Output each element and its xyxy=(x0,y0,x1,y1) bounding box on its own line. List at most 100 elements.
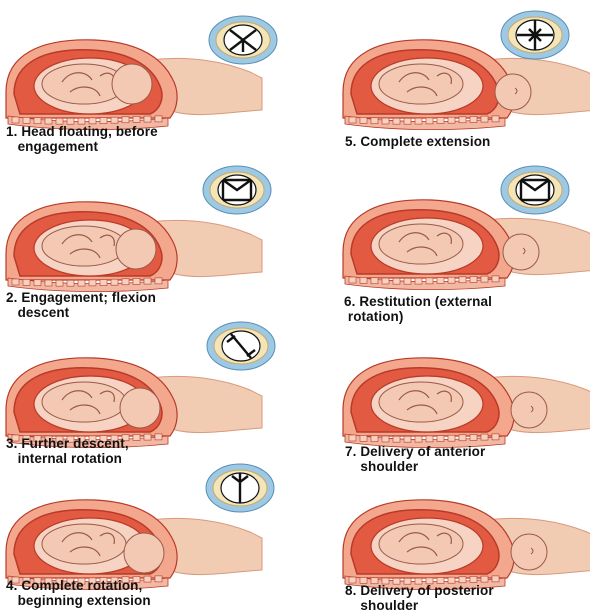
vertebra xyxy=(426,278,433,284)
stage-3-panel: 3. Further descent, internal rotation xyxy=(0,318,295,468)
fetal-head xyxy=(503,234,539,270)
vertebra xyxy=(133,116,140,122)
fetal-head xyxy=(511,392,547,428)
vertebra xyxy=(133,278,140,284)
vertebra xyxy=(155,116,162,122)
vertebra xyxy=(349,117,356,123)
vertebra xyxy=(459,577,466,583)
vertebra xyxy=(415,118,422,124)
pelvis-inset xyxy=(501,166,569,214)
vertebra xyxy=(23,117,30,123)
vertebra xyxy=(100,280,107,286)
fetal-head xyxy=(495,74,531,110)
vertebra xyxy=(470,116,477,122)
vertebra xyxy=(448,435,455,441)
vertebra xyxy=(349,277,356,283)
vertebra xyxy=(155,434,162,440)
fetal-head xyxy=(124,533,164,573)
vertebra xyxy=(448,277,455,283)
fetal-head xyxy=(116,229,156,269)
vertebra xyxy=(382,436,389,442)
stage-8-panel: 8. Delivery of posterior shoulder xyxy=(295,460,590,608)
stage-4-caption: 4. Complete rotation, beginning extensio… xyxy=(6,578,151,608)
stage-3-side-view xyxy=(6,322,275,448)
vertebra xyxy=(437,278,444,284)
vertebra xyxy=(492,434,499,440)
vertebra xyxy=(111,117,118,123)
vertebra xyxy=(78,280,85,286)
vertebra xyxy=(360,277,367,283)
vertebra xyxy=(393,278,400,284)
vertebra xyxy=(23,279,30,285)
vertebra xyxy=(144,116,151,122)
vertebra xyxy=(371,118,378,124)
stage-1-caption: 1. Head floating, before engagement xyxy=(6,124,158,154)
vertebra xyxy=(371,436,378,442)
vertebra xyxy=(45,280,52,286)
vertebra xyxy=(382,278,389,284)
vertebra xyxy=(122,117,129,123)
vertebra xyxy=(100,118,107,124)
vertebra xyxy=(448,117,455,123)
vertebra xyxy=(470,434,477,440)
vertebra xyxy=(481,116,488,122)
vertebra xyxy=(470,276,477,282)
vertebra xyxy=(12,279,19,285)
vertebra xyxy=(144,434,151,440)
vertebra xyxy=(404,118,411,124)
pelvis-inset xyxy=(209,16,277,64)
stage-5-side-view xyxy=(343,11,590,130)
vertebra xyxy=(459,117,466,123)
vertebra xyxy=(393,118,400,124)
vertebra xyxy=(34,280,41,286)
pelvis-inset xyxy=(207,322,275,370)
vertebra xyxy=(349,435,356,441)
stage-6-panel: 6. Restitution (external rotation) xyxy=(295,160,590,320)
pelvis-inset xyxy=(206,464,274,512)
vertebra xyxy=(459,277,466,283)
vertebra xyxy=(155,576,162,582)
stage-6-side-view xyxy=(343,166,590,290)
fetus-body xyxy=(42,382,126,422)
stage-8-side-view xyxy=(343,500,590,590)
vertebra xyxy=(492,576,499,582)
vertebra xyxy=(133,434,140,440)
vertebra xyxy=(404,278,411,284)
stage-7-side-view xyxy=(343,358,590,448)
stage-1-side-view xyxy=(6,16,277,130)
vertebra xyxy=(459,435,466,441)
vertebra xyxy=(437,118,444,124)
fetal-head xyxy=(112,64,152,104)
vertebra xyxy=(437,436,444,442)
vertebra xyxy=(34,118,41,124)
vertebra xyxy=(470,576,477,582)
fetus-body xyxy=(42,226,126,266)
vertebra xyxy=(89,118,96,124)
vertebra xyxy=(360,435,367,441)
fetus-body xyxy=(379,524,463,564)
fetal-head xyxy=(511,534,547,570)
fetus-body xyxy=(379,224,463,264)
vertebra xyxy=(415,278,422,284)
vertebra xyxy=(492,116,499,122)
vertebra xyxy=(89,280,96,286)
fetal-head xyxy=(120,388,160,428)
vertebra xyxy=(426,118,433,124)
fetus-body xyxy=(379,382,463,422)
stage-5-caption: 5. Complete extension xyxy=(345,134,490,149)
vertebra xyxy=(12,117,19,123)
vertebra xyxy=(67,280,74,286)
vertebra xyxy=(382,118,389,124)
vertebra xyxy=(426,436,433,442)
stage-1-panel: 1. Head floating, before engagement xyxy=(0,0,295,160)
vertebra xyxy=(404,436,411,442)
vertebra xyxy=(492,276,499,282)
vertebra xyxy=(415,436,422,442)
pelvis-inset xyxy=(501,11,569,59)
vertebra xyxy=(481,434,488,440)
vertebra xyxy=(122,279,129,285)
vertebra xyxy=(56,280,63,286)
vertebra xyxy=(371,278,378,284)
stage-2-side-view xyxy=(6,166,271,292)
vertebra xyxy=(155,278,162,284)
